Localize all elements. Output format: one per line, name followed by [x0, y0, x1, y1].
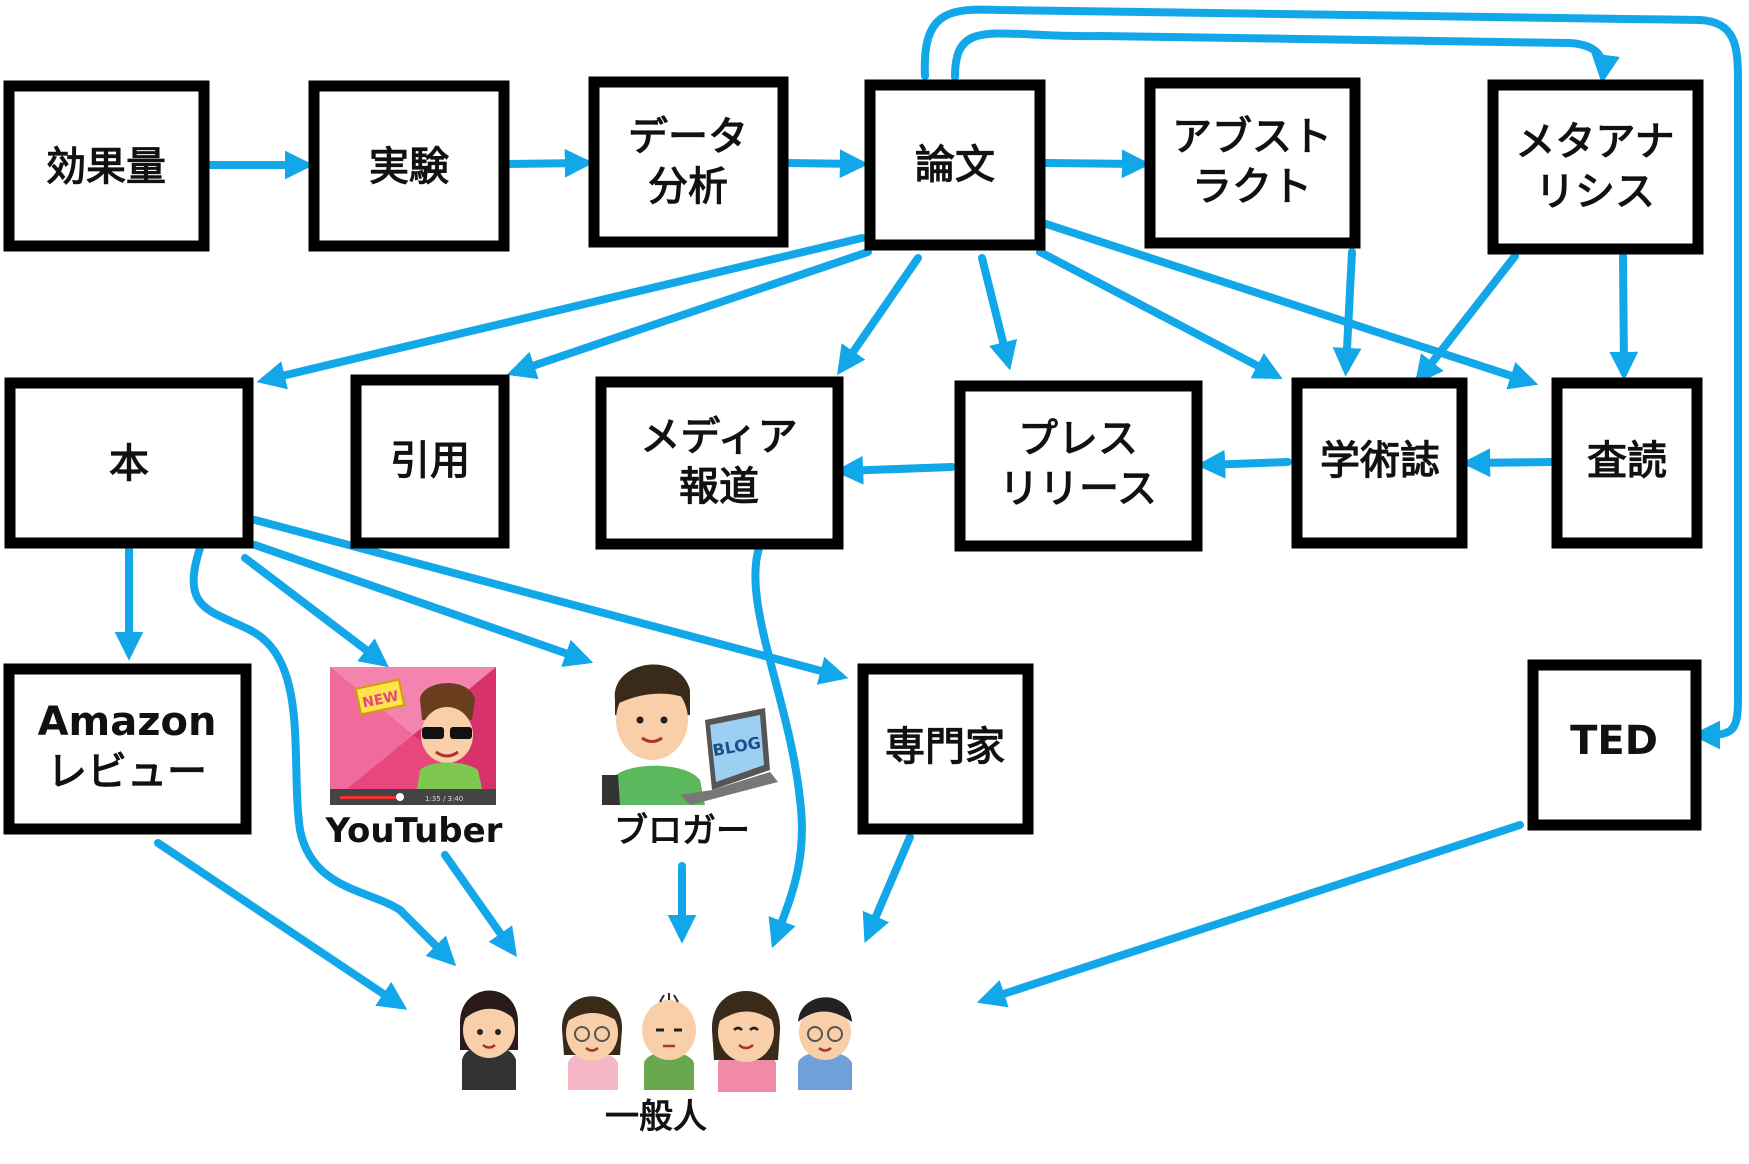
arrow-book-to-youtuber [241, 554, 389, 668]
arrow-meta-to-journal [1414, 252, 1519, 385]
label-abstract: アブストラクト [1172, 114, 1332, 210]
box-paper [864, 79, 1046, 251]
box-ted [1527, 659, 1702, 831]
arrow-youtuber-to-public [441, 851, 517, 958]
box-effect-size [3, 80, 210, 252]
box-citation [350, 374, 510, 549]
label-data-analysis: データ分析 [628, 114, 748, 210]
arrow-press-to-media [834, 455, 956, 485]
arrow-paper-to-peer [1036, 218, 1539, 390]
arrow-paper-to-ted [920, 5, 1742, 750]
arrow-media-to-public [751, 541, 806, 949]
public-people-illustration [459, 990, 852, 1092]
arrow-paper-to-meta [951, 29, 1620, 84]
box-media [595, 376, 844, 550]
arrow-paper-to-journal [1036, 248, 1283, 380]
arrow-peer-to-journal [1461, 448, 1554, 478]
arrow-book-to-blogger [251, 541, 594, 667]
arrow-abstract-to-journal [1332, 248, 1362, 377]
arrow-paper-to-book [256, 234, 866, 390]
box-book [4, 377, 254, 549]
box-abstract [1144, 77, 1361, 249]
arrow-book-to-public-curve [189, 544, 457, 967]
youtuber-illustration: NEW 1:35 / 3:40 [330, 667, 496, 805]
blogger-illustration: BLOG [602, 664, 778, 805]
label-meta-analysis: メタアナリシス [1515, 119, 1674, 215]
new-badge-text: NEW [361, 688, 400, 711]
arrow-amazon-to-public [154, 839, 408, 1010]
box-meta-analysis [1487, 79, 1704, 255]
label-ted: TED [1570, 718, 1658, 764]
box-data-analysis [588, 76, 789, 248]
label-journal: 学術誌 [1320, 438, 1440, 484]
arrow-journal-to-press [1196, 449, 1292, 479]
caption-youtuber: YouTuber [325, 811, 503, 851]
arrow-expert-to-public [862, 833, 914, 943]
arrow-paper-to-abstract [1041, 149, 1151, 179]
box-amazon-review [3, 663, 252, 835]
caption-blogger: ブロガー [614, 811, 750, 851]
arrow-meta-to-peer [1609, 252, 1639, 381]
label-paper: 論文 [915, 142, 995, 188]
arrow-experiment-to-analysis [504, 148, 594, 178]
arrow-analysis-to-paper [783, 149, 869, 179]
label-media: メディア報道 [640, 414, 797, 510]
video-time-text: 1:35 / 3:40 [425, 795, 463, 803]
label-expert: 専門家 [885, 724, 1005, 770]
box-experiment [308, 80, 510, 252]
box-expert [857, 663, 1034, 835]
arrow-paper-to-citation [506, 248, 872, 380]
arrow-paper-to-press [978, 254, 1018, 371]
label-book: 本 [109, 441, 149, 487]
label-peer-review: 査読 [1587, 438, 1667, 484]
box-peer-review [1551, 377, 1703, 549]
label-experiment: 実験 [369, 144, 450, 190]
box-journal [1291, 377, 1468, 549]
label-effect-size: 効果量 [46, 144, 166, 190]
label-press-release: プレスリリース [999, 416, 1157, 512]
caption-public: 一般人 [605, 1097, 707, 1137]
box-press-release [954, 380, 1203, 552]
arrow-paper-to-media [837, 254, 922, 376]
label-citation: 引用 [390, 438, 470, 484]
arrow-ted-to-public [976, 821, 1524, 1008]
